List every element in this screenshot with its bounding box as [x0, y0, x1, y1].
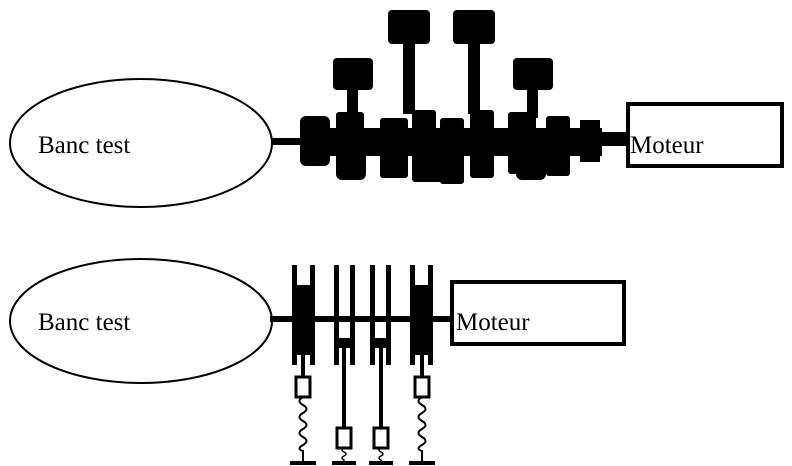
engine-label: Moteur: [630, 132, 704, 159]
test-bench-label: Banc test: [38, 132, 130, 159]
test-bench-node-2: Banc test: [9, 258, 273, 384]
test-bench-label-2: Banc test: [38, 309, 130, 336]
bottom-schematic: Banc test: [9, 258, 626, 465]
engine-box-2: [450, 280, 626, 346]
bottom-shaft: [270, 316, 450, 322]
test-bench-node: Banc test: [9, 78, 273, 208]
crankshaft-spring-model-icon: [290, 265, 435, 465]
top-schematic: Banc test: [9, 10, 784, 208]
engine-node-2: Moteur: [450, 280, 626, 346]
engine-label-2: Moteur: [456, 309, 530, 336]
shaft-bench-left: [272, 138, 306, 145]
engine-box: [626, 102, 784, 168]
engine-node: Moteur: [626, 102, 784, 168]
crankshaft-silhouette-icon: [300, 10, 630, 184]
